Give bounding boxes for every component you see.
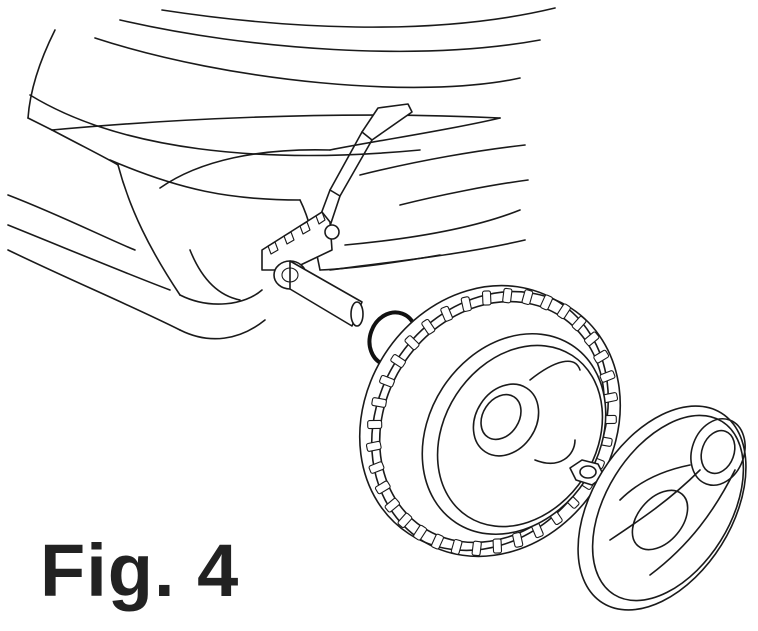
tread-block — [502, 287, 513, 304]
tread-block — [599, 370, 616, 383]
tread-block — [481, 290, 492, 306]
tread-block — [384, 497, 400, 513]
hex-nut — [569, 459, 605, 486]
tread-block — [379, 374, 395, 388]
height-adjust-lever — [261, 103, 413, 271]
tread-block — [440, 305, 453, 322]
tread-block — [460, 296, 472, 312]
tread-block — [413, 524, 428, 541]
tread-block — [421, 318, 436, 335]
tread-block — [512, 532, 524, 548]
tread-block — [374, 480, 391, 495]
tread-block — [556, 303, 571, 320]
tread-block — [404, 335, 420, 351]
tread-block — [593, 349, 610, 364]
figure-label: Fig. 4 — [40, 529, 240, 612]
hub-cap — [577, 405, 747, 611]
tread-block — [367, 419, 383, 430]
tread-block — [521, 289, 534, 306]
tread-block — [492, 538, 503, 554]
tread-block — [431, 533, 444, 550]
tread-block — [371, 397, 387, 408]
tread-block — [450, 538, 463, 555]
tread-block — [365, 440, 382, 452]
tread-block — [584, 331, 600, 347]
tread-block — [540, 294, 553, 311]
tread-block — [471, 540, 482, 557]
axle-shaft — [273, 260, 364, 327]
rear-wheel — [358, 284, 622, 558]
mower-deck — [7, 7, 556, 340]
tread-block — [397, 512, 413, 529]
tread-block — [571, 315, 587, 332]
tread-block — [368, 461, 385, 474]
tread-block — [390, 354, 406, 368]
